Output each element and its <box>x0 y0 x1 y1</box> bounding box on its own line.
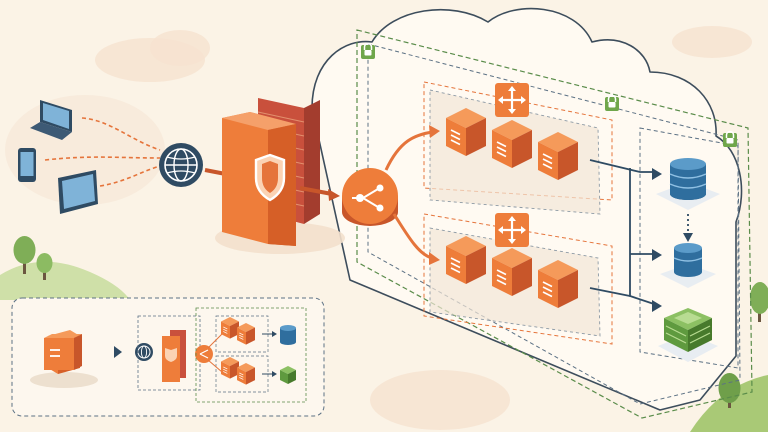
server-icon <box>537 259 579 309</box>
router-icon <box>493 211 531 249</box>
firewall-icon <box>162 330 186 382</box>
background-cloud <box>672 26 752 58</box>
server-icon <box>445 235 487 285</box>
vpc-boundary <box>356 29 753 419</box>
server-icon <box>537 131 579 181</box>
server-icon <box>30 330 98 388</box>
server-icon <box>220 316 240 339</box>
server-icon <box>491 247 533 297</box>
flow-arrow <box>299 186 333 196</box>
router-icon <box>493 81 531 119</box>
tree-icon <box>750 282 768 322</box>
storage-icon <box>658 308 718 362</box>
hill <box>0 261 130 300</box>
flow-arrow <box>44 156 161 161</box>
tree-icon <box>13 236 36 274</box>
tree-icon <box>36 253 53 280</box>
data-tier-subnet <box>639 127 739 369</box>
server-icon <box>491 119 533 169</box>
database-icon <box>656 158 720 210</box>
database-icon <box>280 325 296 345</box>
flow-arrow <box>81 117 161 151</box>
laptop-icon <box>30 100 72 140</box>
lock-icon <box>604 94 620 112</box>
lock-icon <box>360 42 376 60</box>
background-cloud <box>370 370 510 430</box>
lock-icon <box>722 130 738 148</box>
server-icon <box>236 362 256 385</box>
private-subnet-boundary <box>423 213 613 345</box>
database-icon <box>660 243 716 288</box>
shield-icon <box>254 153 286 202</box>
storage-icon <box>280 366 296 384</box>
flow-arrow <box>114 346 122 358</box>
server-icon <box>236 322 256 345</box>
tablet-icon <box>58 170 98 214</box>
phone-icon <box>18 148 36 182</box>
public-subnet-boundary <box>423 81 613 201</box>
cloud-boundary <box>311 7 743 411</box>
server-icon <box>220 356 240 379</box>
flow-arrow <box>589 159 654 173</box>
globe-icon <box>135 343 153 361</box>
server-icon <box>445 107 487 157</box>
globe-icon <box>159 143 203 187</box>
flow-arrow <box>99 165 161 187</box>
load-balancer-icon <box>195 345 213 363</box>
load-balancer-icon <box>342 168 398 226</box>
flow-arrow <box>384 130 433 171</box>
